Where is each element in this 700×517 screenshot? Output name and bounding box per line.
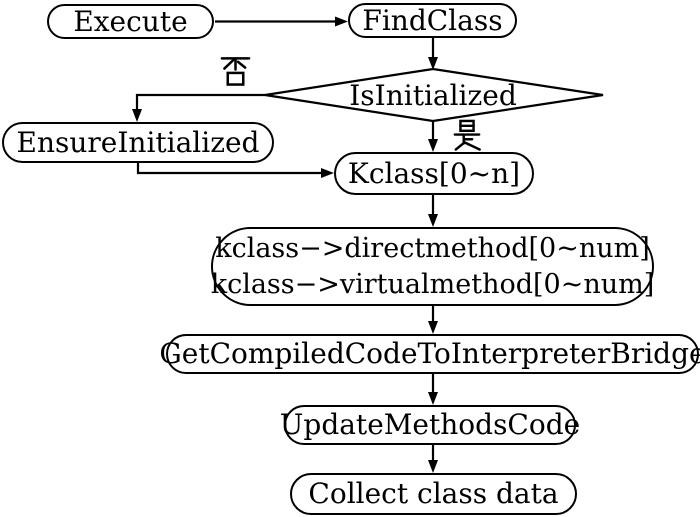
no-character-glyph-icon xyxy=(220,57,251,86)
arrowhead-down-icon xyxy=(428,321,438,334)
yes-character-glyph-icon xyxy=(453,119,481,151)
edge-isinitialized-no-ensureinitialized xyxy=(132,93,265,122)
node-execute: Execute xyxy=(47,4,214,39)
node-ensureinitialized: EnsureInitialized xyxy=(2,122,274,163)
node-methods: kclass−>directmethod[0~num] kclass−>virt… xyxy=(211,227,654,306)
edge-methods-getbridge xyxy=(428,306,438,334)
arrowhead-down-icon xyxy=(428,139,438,152)
arrowhead-down-icon xyxy=(428,460,438,473)
edge-execute-findclass xyxy=(215,16,348,27)
arrowhead-down-icon xyxy=(132,109,142,122)
arrowhead-down-icon xyxy=(428,57,438,70)
node-collect-label: Collect class data xyxy=(308,477,559,511)
node-collect: Collect class data xyxy=(290,473,577,515)
edge-ensureinitialized-kclass xyxy=(136,163,334,178)
edge-kclass-methods xyxy=(428,195,438,227)
node-getbridge: GetCompiledCodeToInterpreterBridge xyxy=(159,334,700,374)
edge-label-no: 否 xyxy=(220,54,251,87)
node-kclass-label: Kclass[0~n] xyxy=(347,156,521,190)
arrowhead-down-icon xyxy=(428,392,438,405)
node-methods-line2: kclass−>virtualmethod[0~num] xyxy=(210,268,655,300)
node-findclass-label: FindClass xyxy=(362,3,503,37)
node-isinitialized-label: IsInitialized xyxy=(349,78,517,112)
node-execute-label: Execute xyxy=(73,4,188,38)
arrowhead-right-icon xyxy=(335,16,348,27)
edge-findclass-isinitialized xyxy=(428,38,438,70)
edge-updatemethods-collect xyxy=(428,445,438,473)
node-getbridge-label: GetCompiledCodeToInterpreterBridge xyxy=(159,337,700,371)
node-ensureinitialized-label: EnsureInitialized xyxy=(16,125,260,159)
node-updatemethods: UpdateMethodsCode xyxy=(280,405,580,445)
node-findclass: FindClass xyxy=(348,3,517,38)
node-kclass: Kclass[0~n] xyxy=(334,152,534,195)
node-methods-line1: kclass−>directmethod[0~num] xyxy=(215,233,650,265)
edge-label-yes: 是 xyxy=(452,119,482,151)
arrowhead-right-icon xyxy=(321,168,334,178)
node-updatemethods-label: UpdateMethodsCode xyxy=(279,408,581,442)
edge-getbridge-updatemethods xyxy=(428,374,438,405)
arrowhead-down-icon xyxy=(428,214,438,227)
edge-isinitialized-yes-kclass xyxy=(428,121,438,152)
